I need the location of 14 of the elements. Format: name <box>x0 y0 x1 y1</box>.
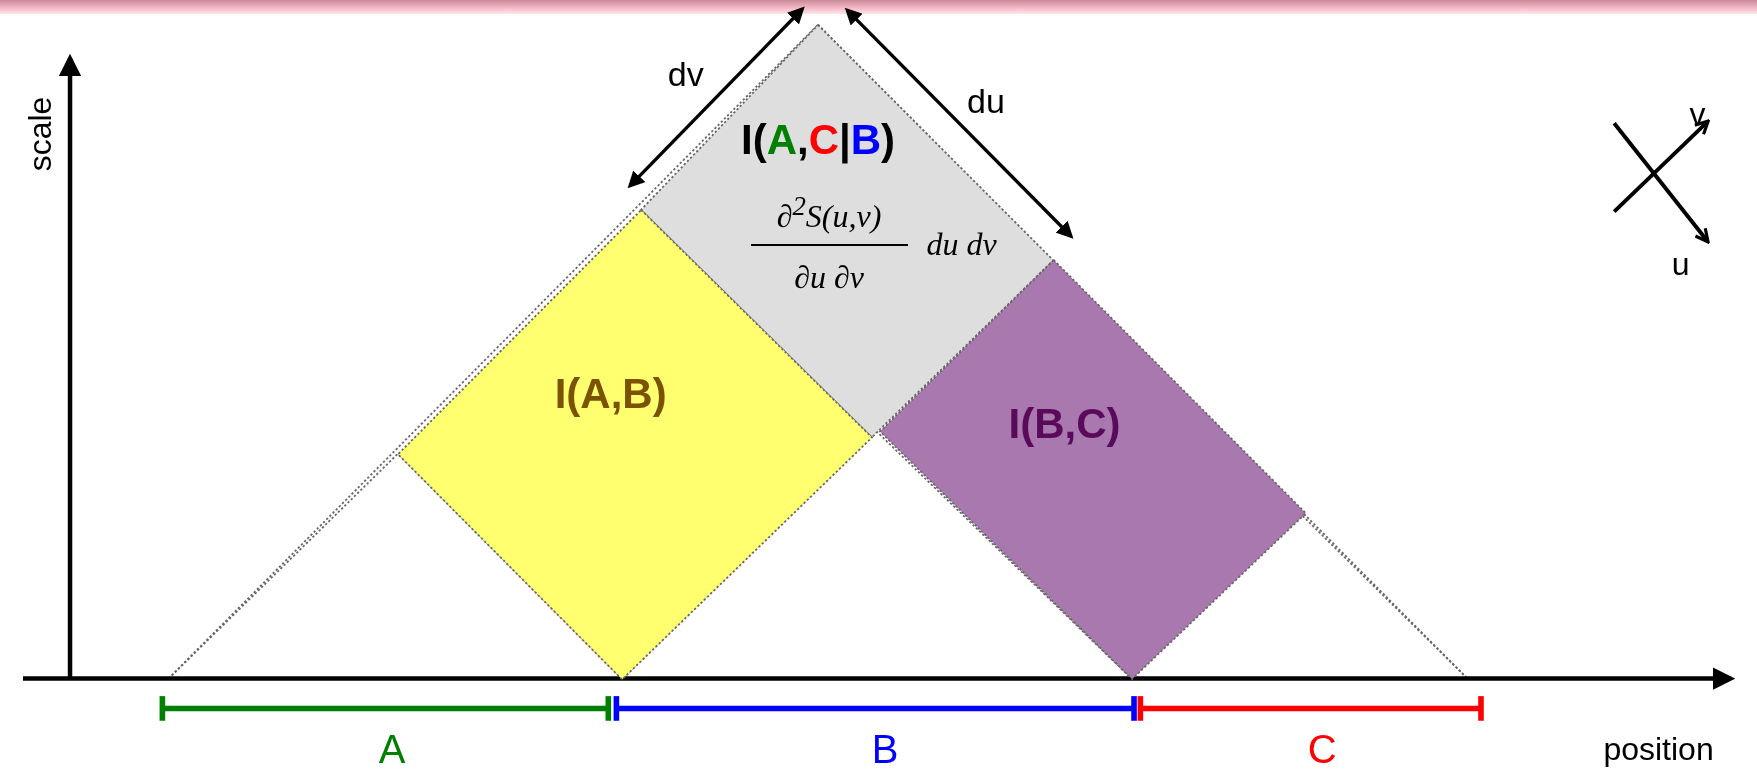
interval-label: B <box>871 728 899 769</box>
region-label: I(A,C|B) <box>740 119 896 162</box>
interval-label: C <box>1307 728 1337 769</box>
interval-label: A <box>378 728 406 769</box>
dimension-label: dv <box>667 56 704 91</box>
direction-label: u <box>1671 248 1690 281</box>
region-label: I(B,C) <box>1008 402 1121 445</box>
axis-title: position <box>1603 732 1714 765</box>
dimension-label: du <box>967 83 1005 118</box>
formula-denominator: ∂u ∂v <box>794 260 864 293</box>
formula-term: du dv <box>926 228 997 261</box>
formula-numerator: ∂$^{2}$S(u,v) <box>776 193 882 233</box>
region-label: I(A,B) <box>554 373 667 416</box>
axis-title: scale <box>24 97 57 172</box>
